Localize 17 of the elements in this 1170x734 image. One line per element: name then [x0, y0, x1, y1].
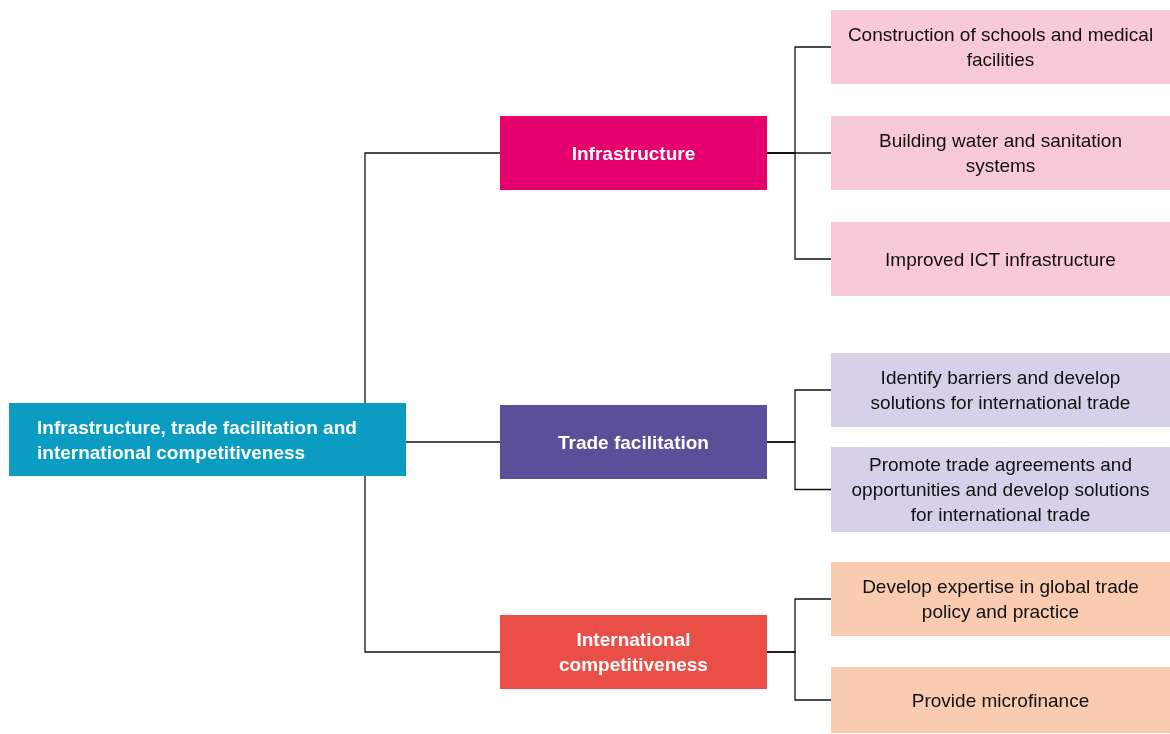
category-box: International competitiveness	[500, 615, 767, 689]
item-box: Building water and sanitation systems	[831, 116, 1170, 190]
connector-line	[364, 475, 501, 653]
item-box: Identify barriers and develop solutions for international trade	[831, 353, 1170, 427]
item-box: Construction of schools and medical facilities	[831, 10, 1170, 84]
item-box: Develop expertise in global trade policy and practice	[831, 562, 1170, 636]
connector-line	[766, 152, 832, 260]
connector-line	[364, 152, 501, 404]
item-box: Provide microfinance	[831, 667, 1170, 733]
root-box: Infrastructure, trade facilitation and international competitiveness	[9, 403, 406, 476]
item-box: Promote trade agreements and opportunities and develop solutions for international trade	[831, 447, 1170, 532]
connector-line	[766, 441, 832, 491]
category-box: Infrastructure	[500, 116, 767, 190]
category-box: Trade facilitation	[500, 405, 767, 479]
connector-line	[405, 441, 501, 443]
connector-line	[766, 651, 832, 701]
item-box: Improved ICT infrastructure	[831, 222, 1170, 296]
